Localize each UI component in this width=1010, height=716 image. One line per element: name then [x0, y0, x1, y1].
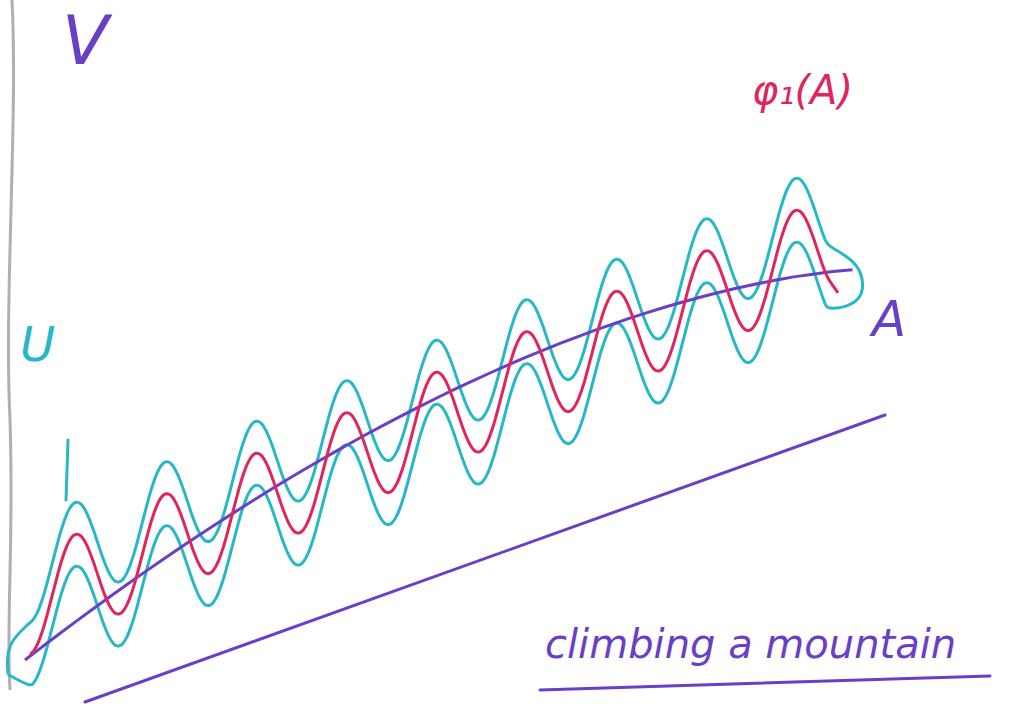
set-label: A — [872, 292, 906, 347]
set-a-curve — [25, 270, 853, 660]
space-label: V — [62, 4, 109, 79]
image-curve — [30, 210, 838, 654]
caption-note: climbing a mountain — [545, 622, 956, 666]
tube-tick — [66, 440, 68, 500]
neighbourhood-label: U — [20, 318, 55, 371]
neighbourhood-tube — [7, 178, 862, 685]
generated-curves — [7, 178, 862, 685]
page-edge-line — [8, 0, 13, 690]
image-label: φ₁(A) — [752, 68, 853, 112]
ground-line — [540, 676, 990, 690]
